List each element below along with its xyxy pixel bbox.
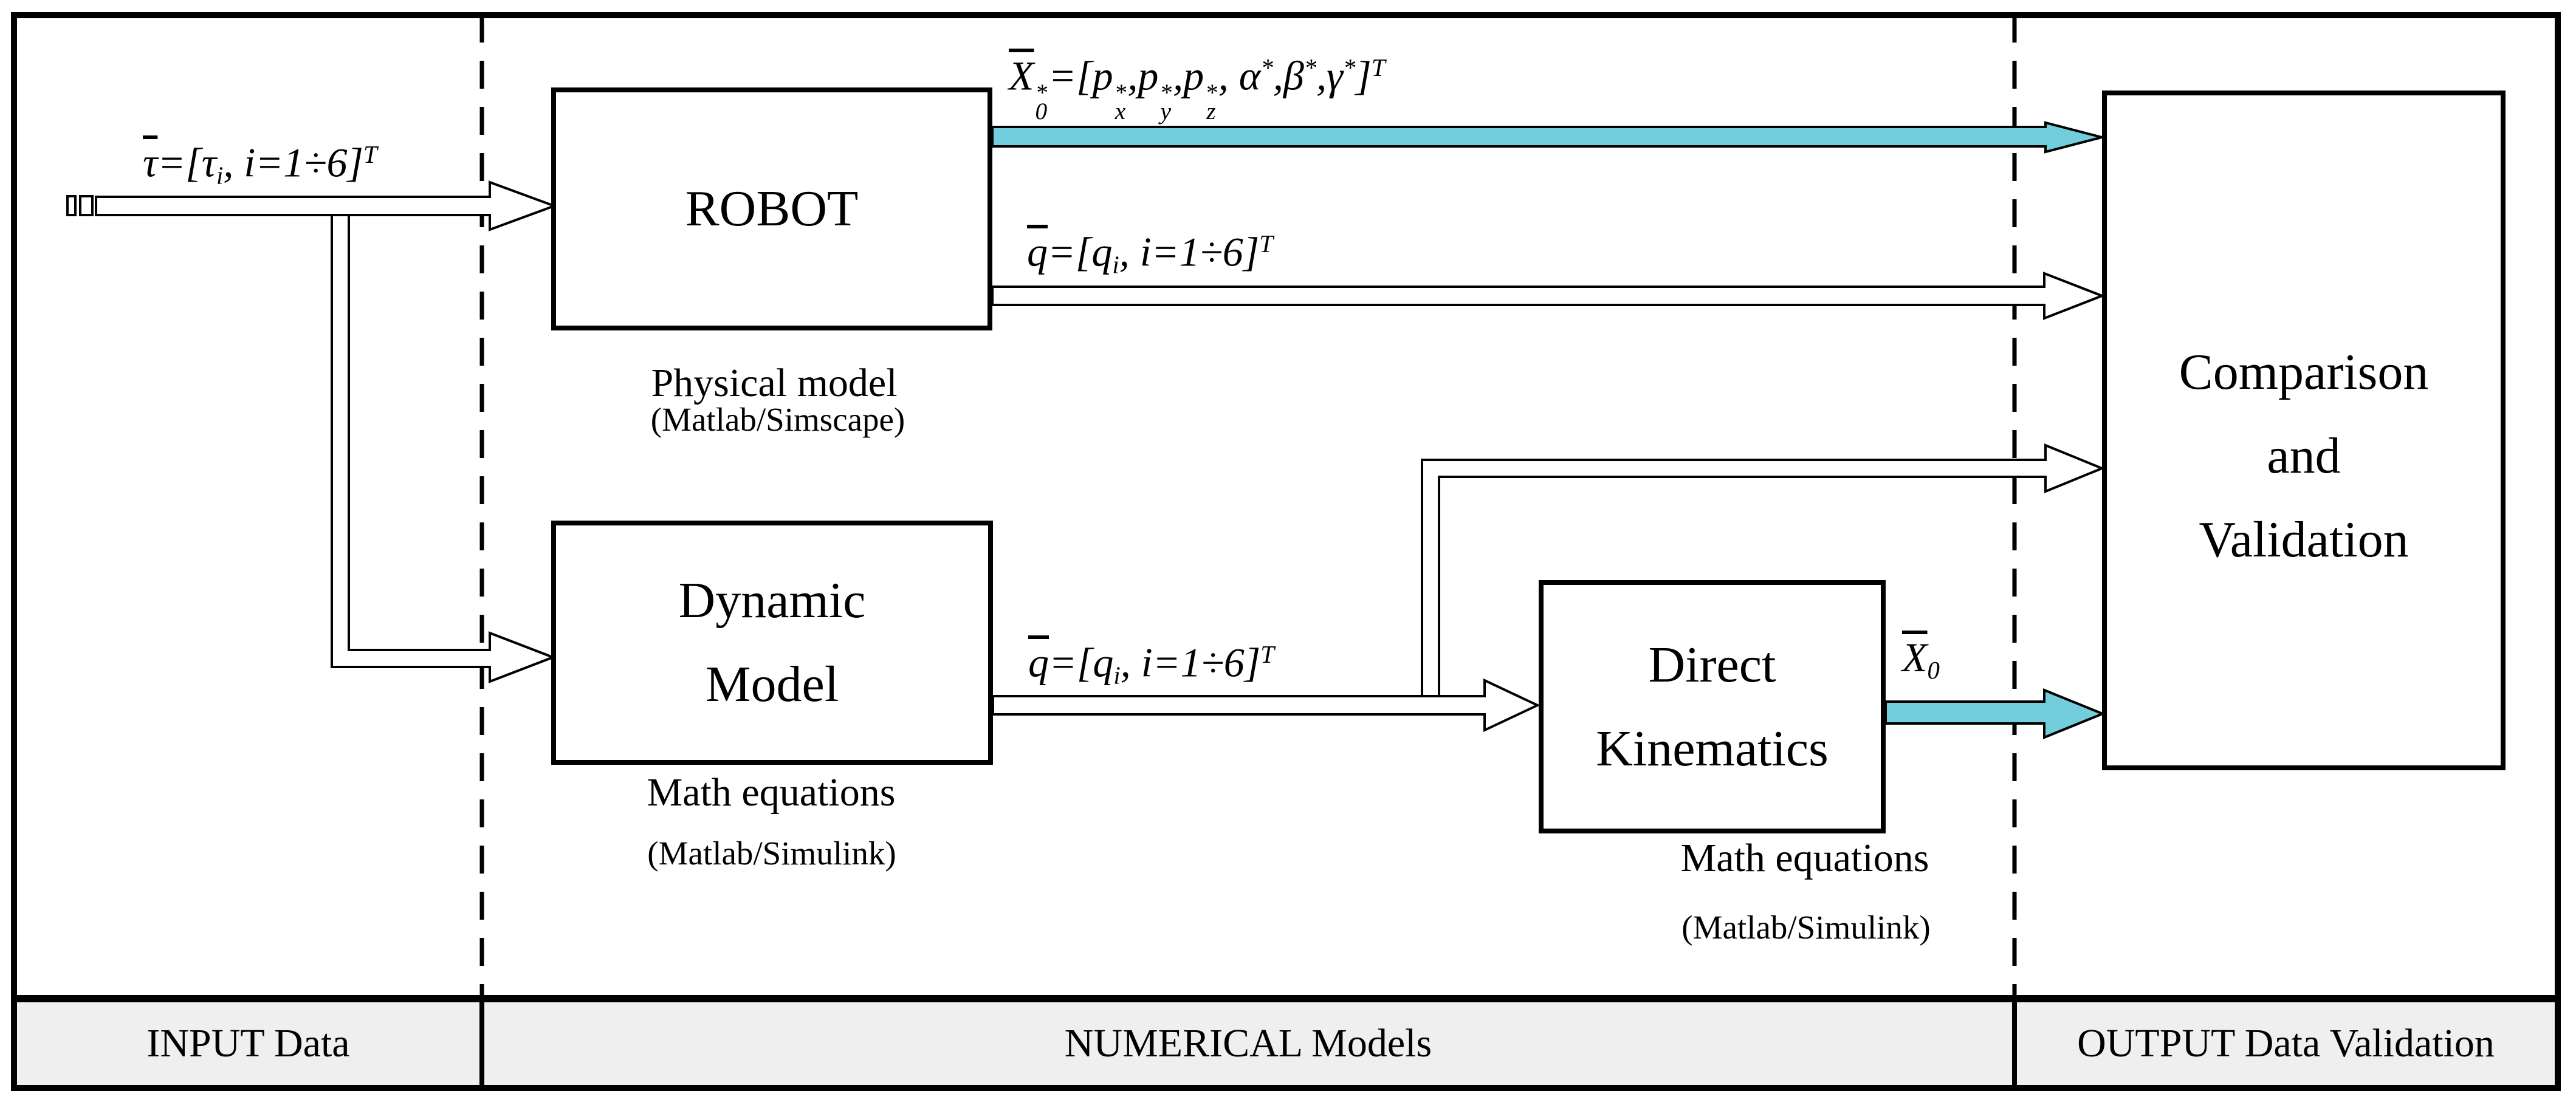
footer-cell-input: INPUT Data bbox=[17, 1002, 479, 1085]
comparison-validation-box: Comparison and Validation bbox=[2102, 91, 2506, 770]
robot-caption-main: Physical model bbox=[651, 361, 898, 405]
footer-divider-1 bbox=[479, 1002, 484, 1085]
kinematics-caption-main: Math equations bbox=[1680, 836, 1929, 880]
dynamic-caption-main: Math equations bbox=[647, 770, 896, 815]
footer-cell-output: OUTPUT Data Validation bbox=[2017, 1002, 2555, 1085]
comparison-label-line2: and bbox=[2267, 428, 2341, 484]
x0-star-formula: X*0=[p*x,p*y,p*z, α*,β*,γ*]T bbox=[1009, 52, 1386, 125]
footer-band: INPUT Data NUMERICAL Models OUTPUT Data … bbox=[17, 995, 2555, 1085]
diagram-frame bbox=[11, 12, 2561, 1091]
q-to-kinematics-arrow bbox=[992, 678, 1540, 733]
input-branch-arrow bbox=[331, 213, 557, 683]
comparison-label-line1: Comparison bbox=[2179, 344, 2429, 400]
direct-kinematics-box: Direct Kinematics bbox=[1539, 580, 1886, 833]
footer-numerical-label: NUMERICAL Models bbox=[1064, 1021, 1432, 1065]
footer-output-label: OUTPUT Data Validation bbox=[2077, 1021, 2495, 1065]
q-dynamic-to-comparison-arrow bbox=[1421, 443, 2106, 699]
q-robot-formula: q=[qi, i=1÷6]T bbox=[1027, 228, 1273, 279]
x0-cyan-arrow bbox=[1884, 688, 2106, 739]
x0-output-formula: X0 bbox=[1902, 634, 1940, 685]
dynamic-model-label-line1: Dynamic bbox=[678, 572, 866, 629]
robot-box: ROBOT bbox=[551, 87, 992, 330]
comparison-label-line3: Validation bbox=[2199, 511, 2409, 568]
robot-caption-tool: (Matlab/Simscape) bbox=[650, 401, 905, 438]
dynamic-model-label-line2: Model bbox=[705, 656, 839, 713]
q-dynamic-formula: q=[qi, i=1÷6]T bbox=[1028, 639, 1274, 689]
dynamic-model-box: Dynamic Model bbox=[551, 521, 993, 765]
direct-kinematics-label-line2: Kinematics bbox=[1596, 720, 1829, 777]
input-tail-segment-1 bbox=[66, 195, 77, 216]
q-robot-to-comparison-arrow bbox=[991, 272, 2106, 320]
input-tail-segment-2 bbox=[79, 195, 94, 216]
x0-star-cyan-arrow bbox=[991, 121, 2103, 154]
footer-cell-numerical: NUMERICAL Models bbox=[484, 1002, 2012, 1085]
torque-input-arrow bbox=[95, 180, 558, 231]
direct-kinematics-label-line1: Direct bbox=[1648, 636, 1776, 693]
dynamic-caption-tool: (Matlab/Simulink) bbox=[647, 835, 896, 872]
kinematics-caption-tool: (Matlab/Simulink) bbox=[1681, 909, 1931, 946]
tau-input-formula: τ=[τi, i=1÷6]T bbox=[143, 139, 377, 190]
footer-divider-2 bbox=[2012, 1002, 2017, 1085]
robot-box-label: ROBOT bbox=[685, 180, 859, 237]
footer-input-label: INPUT Data bbox=[146, 1021, 350, 1065]
